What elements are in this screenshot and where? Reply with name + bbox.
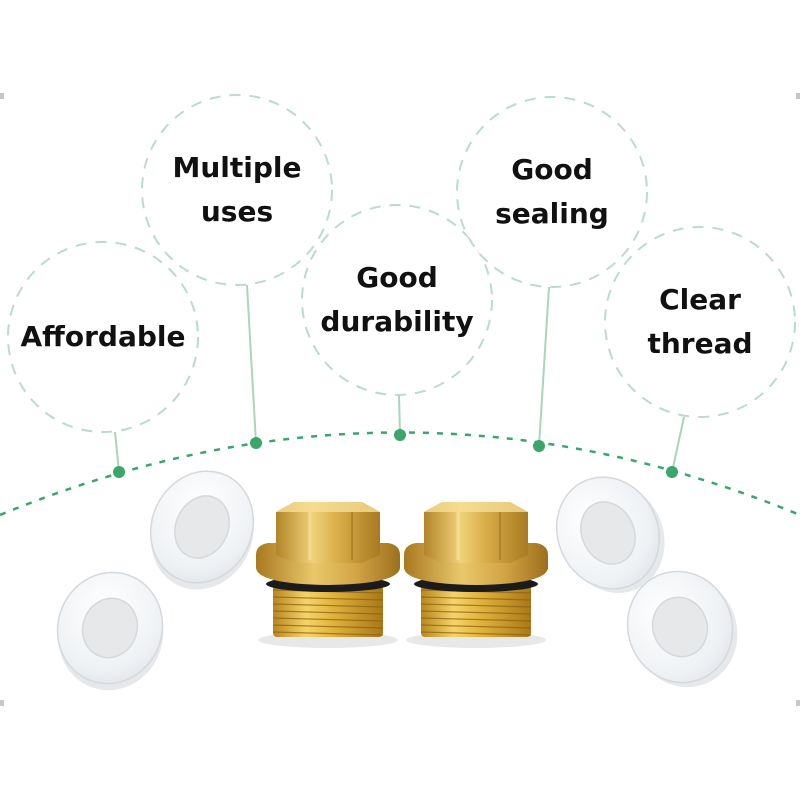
edge-mark bbox=[796, 93, 800, 99]
edge-mark bbox=[0, 93, 4, 99]
connector-line-good-sealing bbox=[538, 286, 550, 447]
feature-circle-good-sealing bbox=[456, 96, 648, 288]
edge-mark bbox=[0, 700, 4, 706]
feature-circle-good-durability bbox=[301, 204, 493, 396]
feature-circle-clear-thread bbox=[604, 226, 796, 418]
sealing-washer-top-right bbox=[556, 476, 665, 593]
connector-dot-good-durability bbox=[394, 429, 406, 441]
connector-dot-good-sealing bbox=[533, 440, 545, 452]
sealing-washer-top-left bbox=[150, 470, 254, 590]
feature-circle-multiple-uses bbox=[141, 94, 333, 286]
connector-dot-affordable bbox=[113, 466, 125, 478]
sealing-washer-bottom-right bbox=[626, 570, 738, 688]
connector-line-multiple-uses bbox=[246, 284, 257, 444]
edge-mark bbox=[796, 700, 800, 706]
brass-hex-plug-right bbox=[404, 502, 548, 648]
connector-line-good-durability bbox=[398, 394, 401, 436]
sealing-washer-bottom-left bbox=[56, 571, 164, 691]
brass-hex-plug-left bbox=[256, 502, 400, 648]
connector-line-clear-thread bbox=[671, 416, 685, 473]
connector-line-affordable bbox=[114, 431, 120, 473]
feature-circle-affordable bbox=[7, 241, 199, 433]
connector-dot-clear-thread bbox=[666, 466, 678, 478]
connector-dot-multiple-uses bbox=[250, 437, 262, 449]
